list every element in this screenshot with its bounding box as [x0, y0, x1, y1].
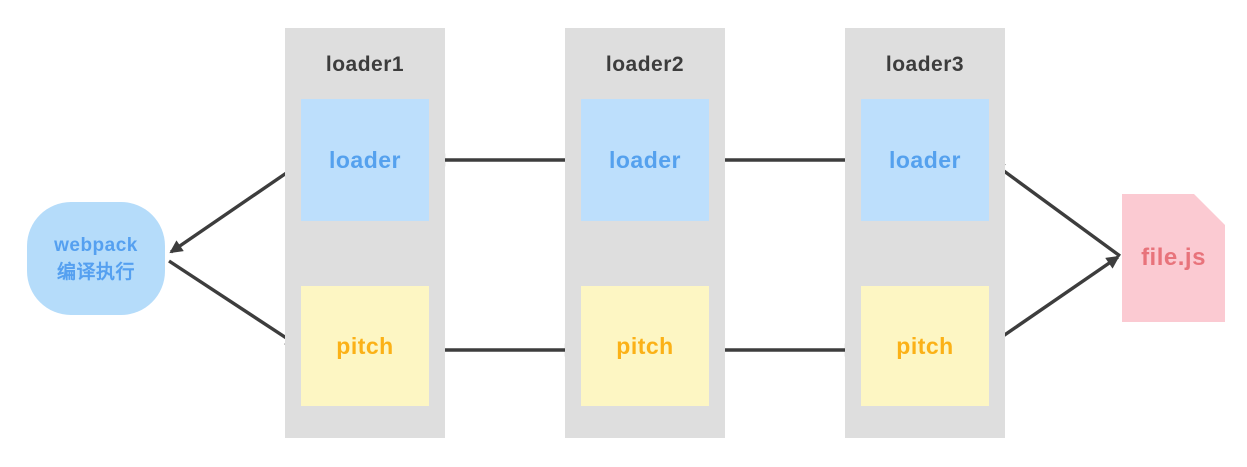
filejs-node: file.js: [1122, 194, 1225, 322]
loader2-normal-label: loader: [608, 146, 682, 173]
arrow-pitch3-to-filejs: [989, 255, 1120, 347]
loader1-normal-box: loader: [301, 99, 429, 221]
loader3-column: loader3 loader pitch: [845, 28, 1005, 438]
loader2-normal-box: loader: [581, 99, 709, 221]
arrow-webpack-to-pitch1: [168, 259, 299, 347]
loader1-column: loader1 loader pitch: [285, 28, 445, 438]
loader3-pitch-box: pitch: [861, 286, 989, 406]
webpack-label-line2: 编译执行: [56, 261, 135, 283]
loader1-pitch-label: pitch: [336, 332, 394, 359]
loader1-normal-label: loader: [328, 146, 402, 173]
loader2-column-title: loader2: [605, 53, 685, 76]
loader2-pitch-box: pitch: [581, 286, 709, 406]
loader3-normal-label: loader: [888, 146, 962, 173]
loader1-pitch-box: pitch: [301, 286, 429, 406]
webpack-label-line1: webpack: [54, 234, 138, 256]
arrow-filejs-to-loader3: [991, 161, 1122, 258]
arrow-loader1-to-webpack: [169, 161, 302, 254]
loader1-column-title: loader1: [325, 53, 405, 76]
loader3-pitch-label: pitch: [896, 332, 954, 359]
loader2-pitch-label: pitch: [616, 332, 674, 359]
webpack-node: webpack 编译执行: [27, 202, 165, 315]
loader2-column: loader2 loader pitch: [565, 28, 725, 438]
filejs-label: file.js: [1141, 244, 1206, 271]
loader3-normal-box: loader: [861, 99, 989, 221]
loader3-column-title: loader3: [885, 53, 965, 76]
